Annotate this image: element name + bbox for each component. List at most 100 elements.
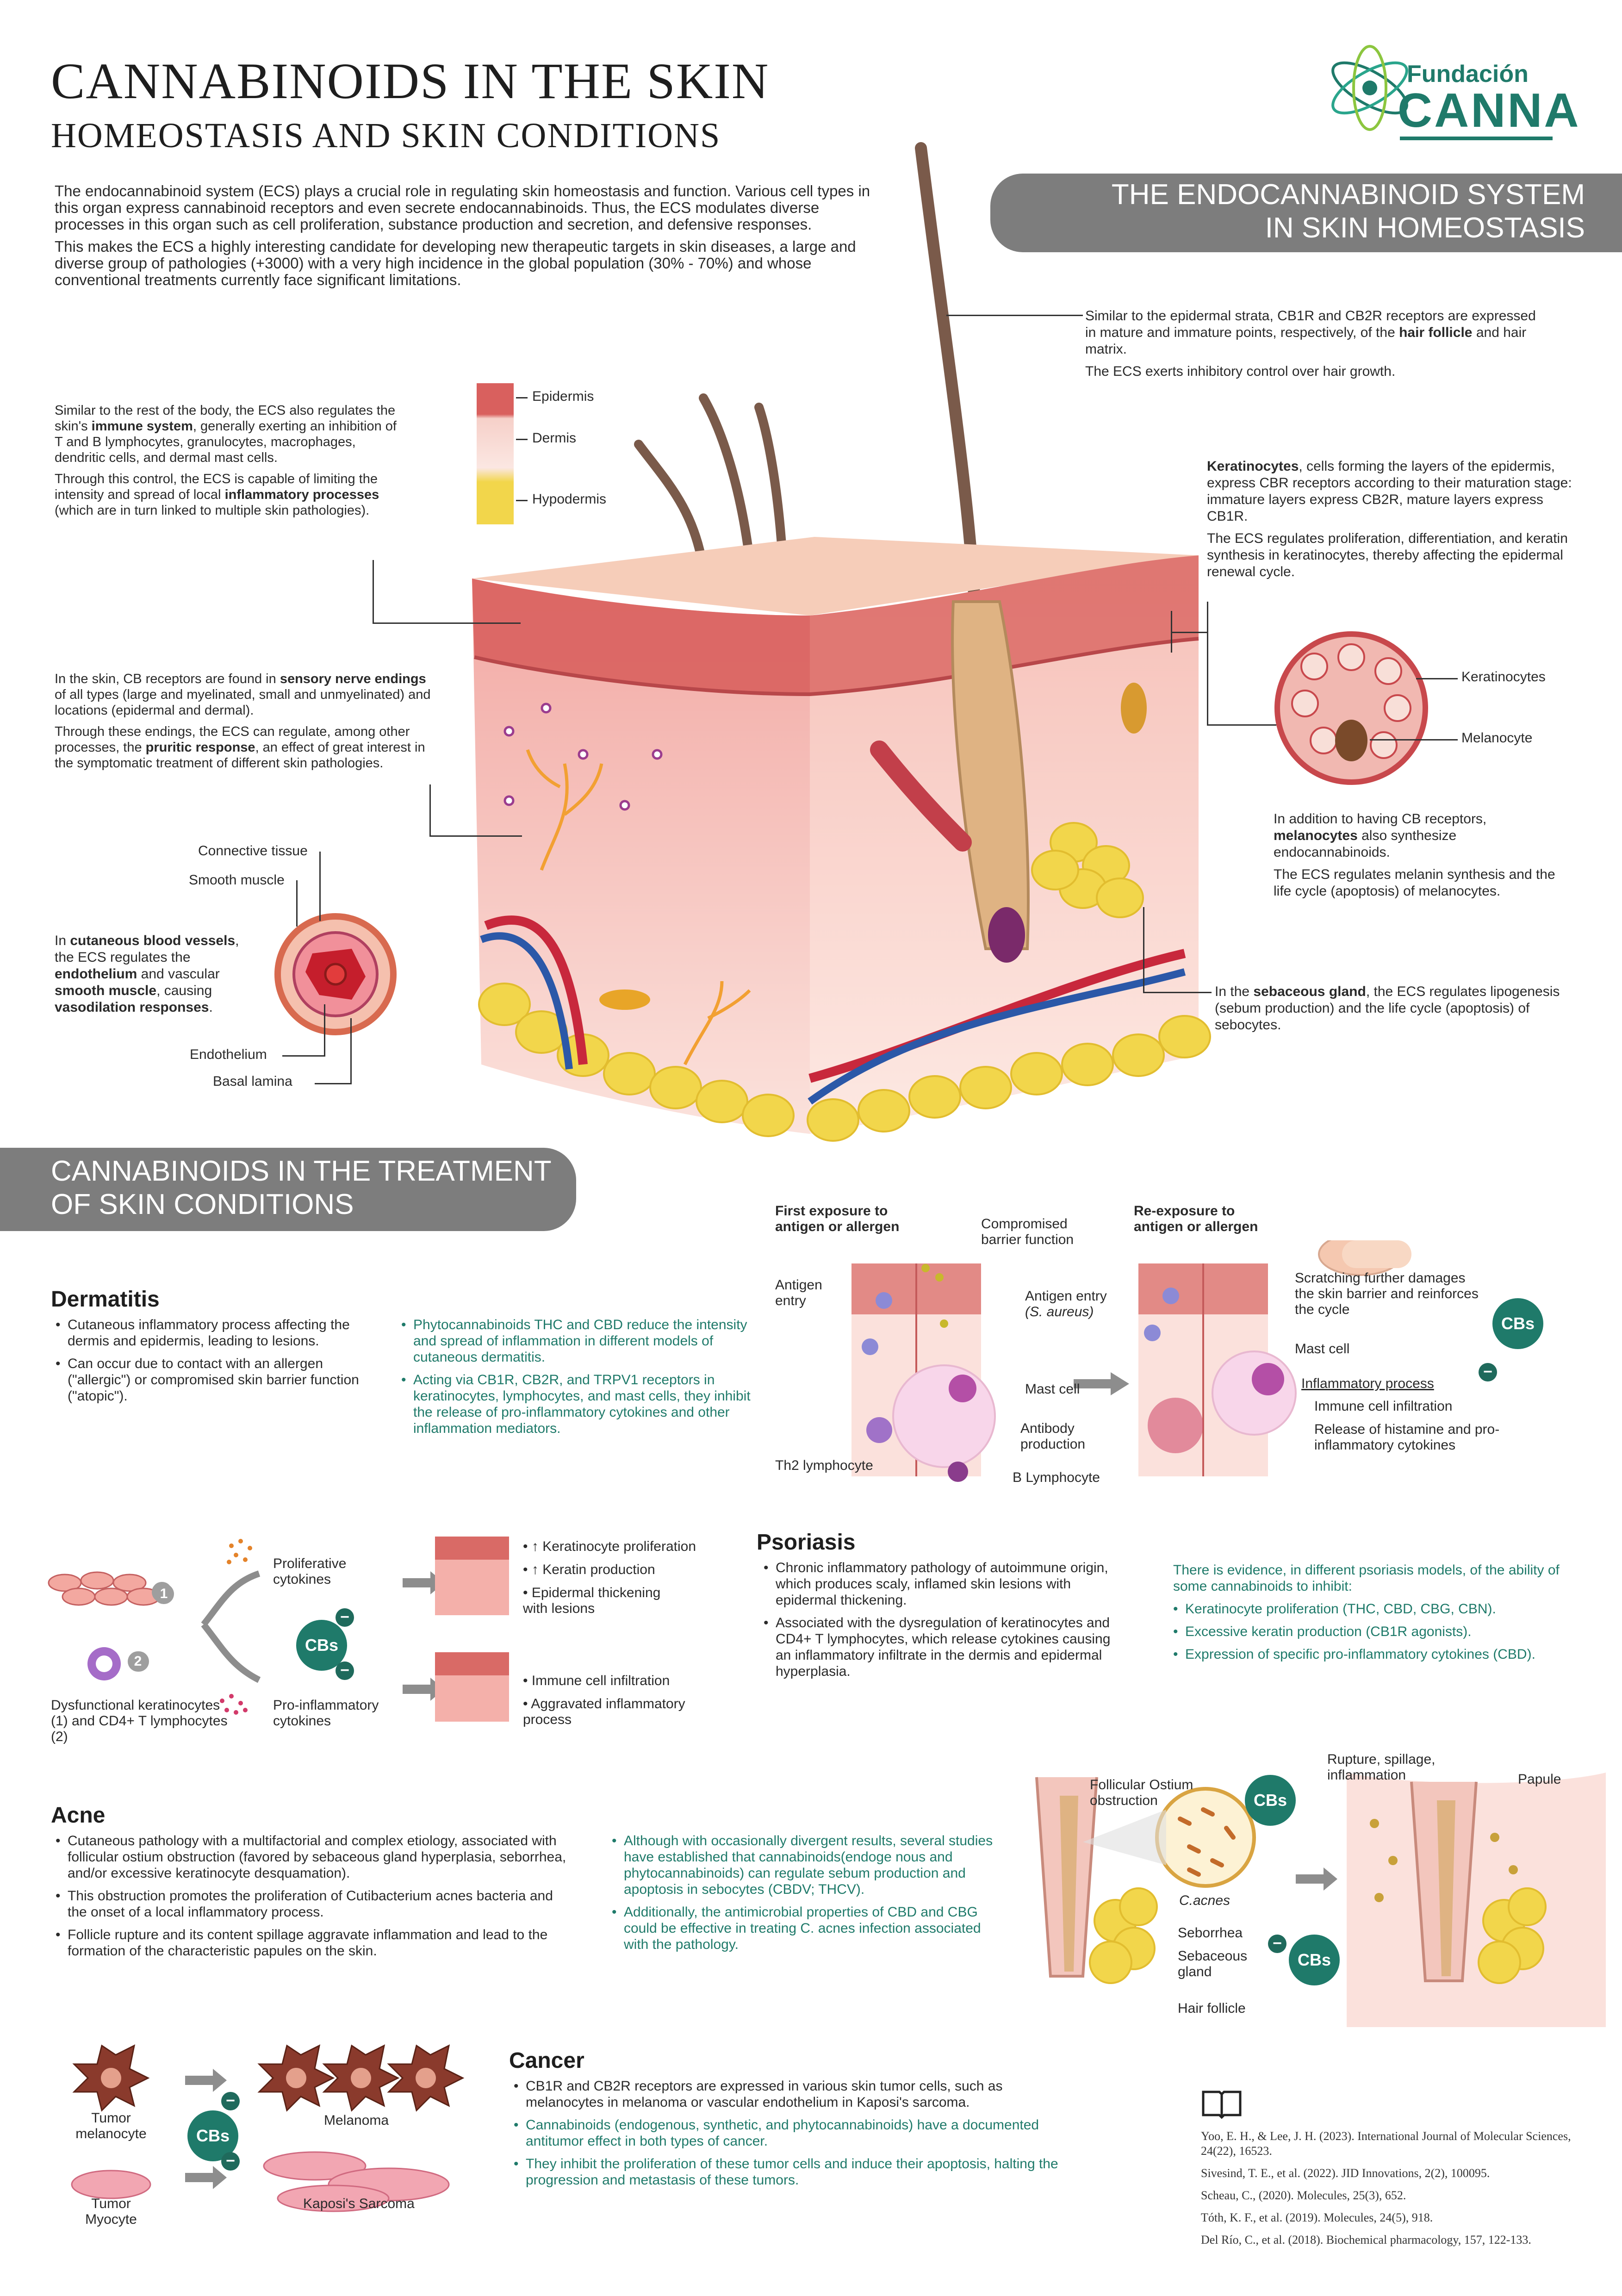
psoriasis-title: Psoriasis bbox=[757, 1530, 856, 1555]
label-melanocyte: Melanocyte bbox=[1461, 730, 1533, 746]
intro-p2: This makes the ECS a highly interesting … bbox=[55, 238, 856, 288]
pso-r1: • ↑ Keratinocyte proliferation bbox=[523, 1539, 696, 1554]
psoriasis-bullets: Chronic inflammatory pathology of autoim… bbox=[763, 1560, 1124, 1686]
dermatitis-green: Phytocannabinoids THC and CBD reduce the… bbox=[400, 1317, 752, 1443]
banner-ecs-line2: IN SKIN HOMEOSTASIS bbox=[1265, 212, 1585, 244]
pso-proinf: Pro-inflammatory cytokines bbox=[273, 1698, 379, 1729]
melanocytes-text: In addition to having CB receptors, mela… bbox=[1274, 811, 1555, 899]
book-icon bbox=[1202, 2091, 1242, 2119]
num-2: 2 bbox=[128, 1651, 148, 1672]
cbs-badge-dermatitis: CBs bbox=[1492, 1298, 1543, 1349]
derm-th2: Th2 lymphocyte bbox=[775, 1458, 873, 1473]
minus-icon: − bbox=[221, 2092, 240, 2110]
psoriasis-diagram bbox=[48, 1537, 509, 1722]
immune-text: Similar to the rest of the body, the ECS… bbox=[55, 403, 397, 518]
label-basal: Basal lamina bbox=[213, 1074, 292, 1089]
legend-dermis: Dermis bbox=[532, 430, 576, 446]
derm-antigen-entry: Antigen entry bbox=[775, 1277, 822, 1308]
banner-treat-line1: CANNABINOIDS IN THE TREATMENT bbox=[51, 1155, 552, 1187]
cbs-badge-psoriasis: CBs bbox=[296, 1620, 347, 1671]
reference-3: Scheau, C., (2020). Molecules, 25(3), 65… bbox=[1201, 2189, 1406, 2202]
reference-1: Yoo, E. H., & Lee, J. H. (2023). Interna… bbox=[1201, 2129, 1571, 2158]
banner-ecs: THE ENDOCANNABINOID SYSTEM IN SKIN HOMEO… bbox=[990, 174, 1622, 252]
banner-ecs-line1: THE ENDOCANNABINOID SYSTEM bbox=[1111, 179, 1585, 211]
skin-cross-section bbox=[274, 142, 1428, 1142]
acne-cacnes: C.acnes bbox=[1179, 1893, 1230, 1908]
derm-inflam: Inflammatory process bbox=[1301, 1376, 1434, 1391]
derm-histamine: Release of histamine and pro-inflammator… bbox=[1314, 1422, 1500, 1453]
cancer-tumor-mel: Tumor melanocyte bbox=[75, 2110, 147, 2141]
label-connective: Connective tissue bbox=[198, 843, 308, 859]
cancer-kaposi: Kaposi's Sarcoma bbox=[303, 2196, 415, 2211]
logo: Fundación CANNA bbox=[1324, 32, 1579, 143]
page-subtitle: HOMEOSTASIS AND SKIN CONDITIONS bbox=[51, 116, 721, 155]
cancer-diagram bbox=[71, 2044, 465, 2212]
references-list: Yoo, E. H., & Lee, J. H. (2023). Interna… bbox=[1201, 2129, 1580, 2255]
derm-compromised: Compromised barrier function bbox=[981, 1216, 1074, 1247]
derm-antibody: Antibody production bbox=[1020, 1421, 1086, 1452]
keratinocytes-text: Keratinocytes, cells forming the layers … bbox=[1207, 459, 1572, 579]
acne-rupture: Rupture, spillage, inflammation bbox=[1327, 1752, 1436, 1783]
derm-first: First exposure to antigen or allergen bbox=[775, 1203, 900, 1234]
sebaceous-text: In the sebaceous gland, the ECS regulate… bbox=[1215, 984, 1560, 1033]
hair-follicle-text: Similar to the epidermal strata, CB1R an… bbox=[1085, 308, 1536, 379]
logo-top: Fundación bbox=[1407, 61, 1529, 87]
logo-bottom: CANNA bbox=[1398, 84, 1581, 137]
label-smooth: Smooth muscle bbox=[189, 872, 285, 888]
psoriasis-green: There is evidence, in different psoriasi… bbox=[1173, 1562, 1580, 1669]
legend-hypodermis: Hypodermis bbox=[532, 492, 607, 507]
acne-follicle: Hair follicle bbox=[1178, 2001, 1246, 2016]
acne-papule: Papule bbox=[1518, 1772, 1561, 1787]
banner-treat-line2: OF SKIN CONDITIONS bbox=[51, 1188, 354, 1220]
cbs-badge-acne-bottom: CBs bbox=[1289, 1935, 1340, 1985]
label-endothelium: Endothelium bbox=[190, 1047, 267, 1062]
derm-scratch: Scratching further damages the skin barr… bbox=[1295, 1270, 1479, 1317]
minus-icon: − bbox=[221, 2152, 240, 2171]
intro-text: The endocannabinoid system (ECS) plays a… bbox=[55, 183, 878, 294]
acne-diagram bbox=[1035, 1773, 1606, 2027]
reference-4: Tóth, K. F., et al. (2019). Molecules, 2… bbox=[1201, 2211, 1433, 2224]
dermatitis-diagram bbox=[851, 1240, 1411, 1482]
pso-r5: • Aggravated inflammatory process bbox=[523, 1696, 685, 1727]
reference-5: Del Río, C., et al. (2018). Biochemical … bbox=[1201, 2233, 1531, 2246]
pso-r3: • Epidermal thickening with lesions bbox=[523, 1585, 661, 1616]
derm-reexp: Re-exposure to antigen or allergen bbox=[1134, 1203, 1258, 1234]
acne-sebgland: Sebaceous gland bbox=[1178, 1948, 1248, 1979]
cancer-bullets: CB1R and CB2R receptors are expressed in… bbox=[513, 2078, 1059, 2195]
minus-icon: − bbox=[336, 1661, 354, 1680]
pso-r2: • ↑ Keratin production bbox=[523, 1562, 655, 1577]
cancer-tumor-myo: Tumor Myocyte bbox=[85, 2196, 137, 2227]
acne-seborrhea: Seborrhea bbox=[1178, 1925, 1243, 1941]
label-keratinocytes: Keratinocytes bbox=[1461, 669, 1546, 684]
acne-green: Although with occasionally divergent res… bbox=[611, 1833, 995, 1959]
minus-icon: − bbox=[1268, 1935, 1286, 1953]
acne-title: Acne bbox=[51, 1803, 106, 1828]
intro-p1: The endocannabinoid system (ECS) plays a… bbox=[55, 182, 870, 233]
cancer-melanoma: Melanoma bbox=[324, 2113, 389, 2128]
atom-icon bbox=[1331, 45, 1408, 131]
pso-dysf: Dysfunctional keratinocytes (1) and CD4+… bbox=[51, 1698, 228, 1744]
derm-antigen-entry2: Antigen entry bbox=[1025, 1288, 1107, 1304]
cbs-badge-cancer: CBs bbox=[187, 2110, 238, 2161]
num-1: 1 bbox=[154, 1584, 174, 1604]
minus-icon: − bbox=[336, 1608, 354, 1627]
reference-2: Sivesind, T. E., et al. (2022). JID Inno… bbox=[1201, 2166, 1490, 2180]
banner-treatment: CANNABINOIDS IN THE TREATMENT OF SKIN CO… bbox=[0, 1148, 576, 1231]
cbs-badge-acne-top: CBs bbox=[1245, 1775, 1296, 1826]
legend-epidermis: Epidermis bbox=[532, 389, 594, 404]
derm-mast: Mast cell bbox=[1025, 1381, 1080, 1397]
dermatitis-bullets: Cutaneous inflammatory process affecting… bbox=[55, 1317, 379, 1411]
derm-blymph: B Lymphocyte bbox=[1013, 1470, 1100, 1485]
vessel-text: In cutaneous blood vessels, the ECS regu… bbox=[55, 933, 239, 1015]
derm-mast2: Mast cell bbox=[1295, 1341, 1350, 1356]
derm-saureus: (S. aureus) bbox=[1025, 1304, 1094, 1319]
pso-r4: • Immune cell infiltration bbox=[523, 1673, 670, 1688]
dermatitis-title: Dermatitis bbox=[51, 1287, 160, 1312]
derm-immune-inf: Immune cell infiltration bbox=[1314, 1399, 1453, 1414]
acne-bullets: Cutaneous pathology with a multifactoria… bbox=[55, 1833, 568, 1966]
minus-icon: − bbox=[1479, 1363, 1497, 1381]
pso-prolif: Proliferative cytokines bbox=[273, 1556, 347, 1587]
cancer-title: Cancer bbox=[509, 2048, 584, 2073]
nerve-text: In the skin, CB receptors are found in s… bbox=[55, 672, 431, 771]
page-title: CANNABINOIDS IN THE SKIN bbox=[51, 53, 770, 109]
